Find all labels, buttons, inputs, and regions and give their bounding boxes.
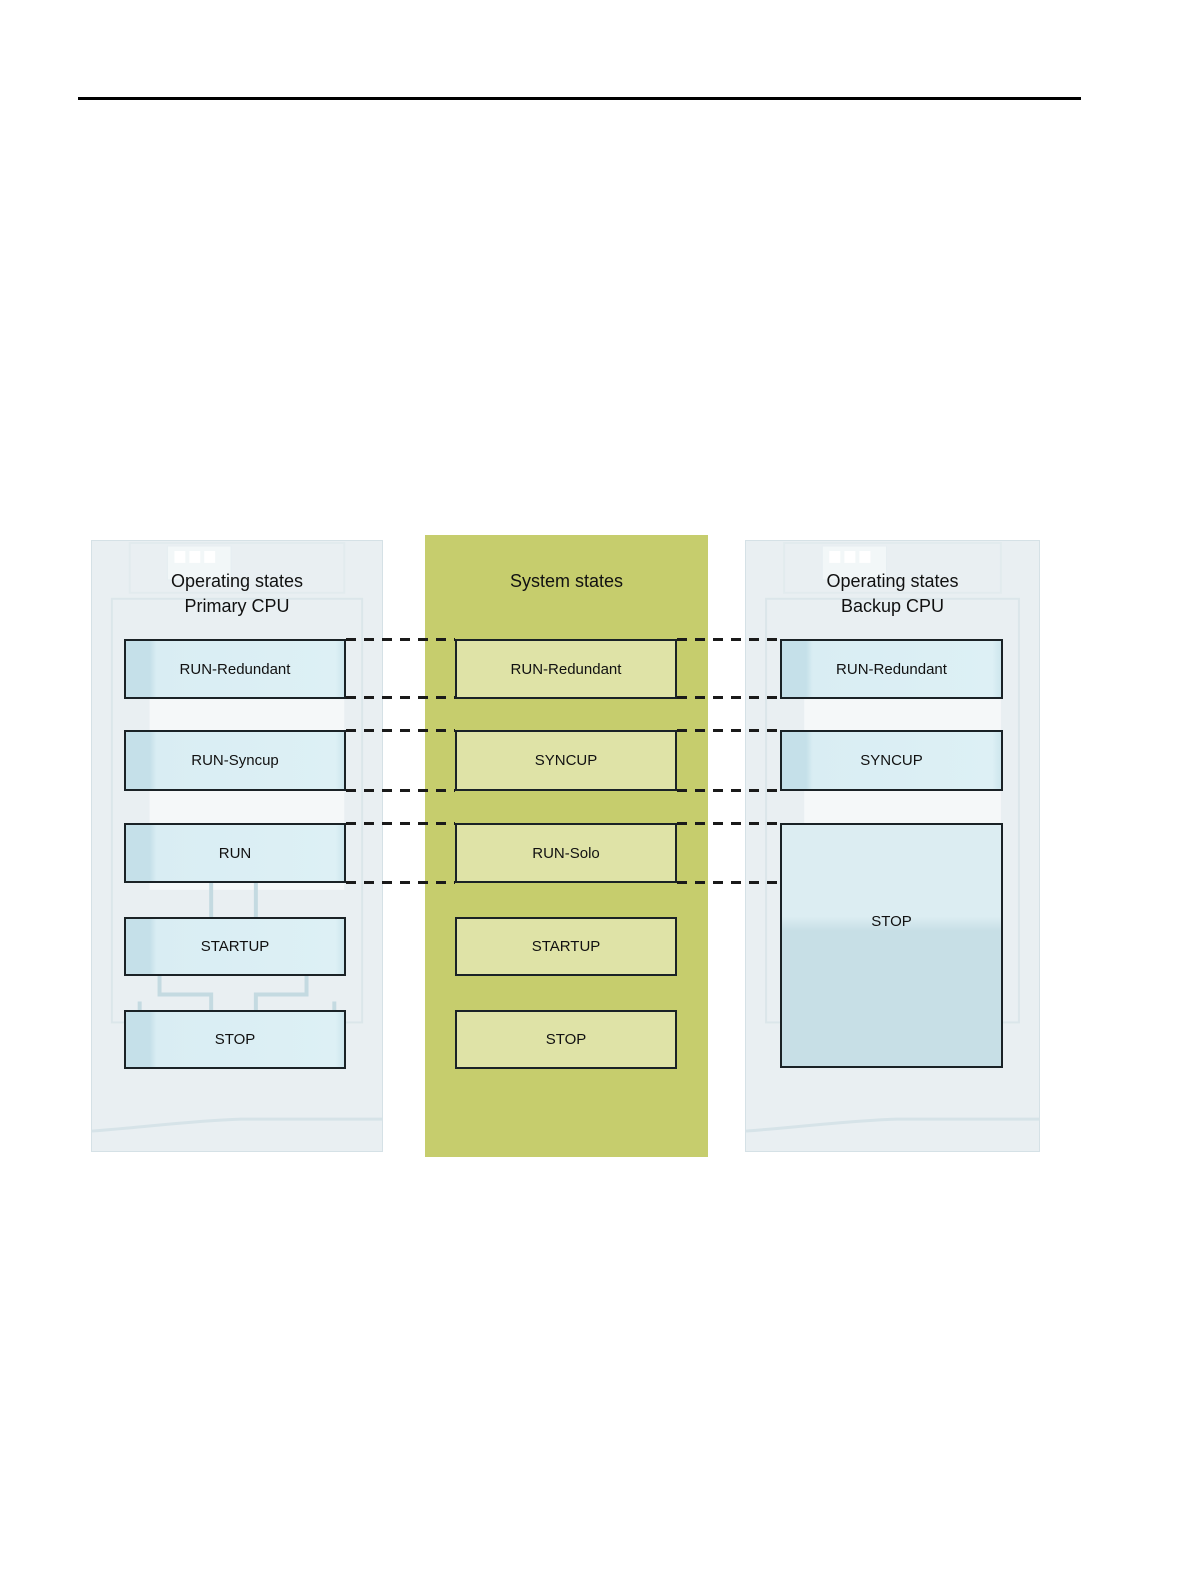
state-label: SYNCUP (860, 752, 923, 769)
state-label: STOP (871, 913, 912, 930)
state-box-system-stop: STOP (455, 1010, 677, 1069)
panel-title-line1: Operating states (170, 571, 304, 591)
state-label: SYNCUP (534, 752, 598, 769)
connector-dashed-line (677, 729, 780, 732)
led-icon (174, 550, 186, 563)
state-box-backup-stop: STOP (780, 823, 1003, 1068)
state-label: RUN (218, 844, 252, 862)
connector-dashed-line (677, 881, 780, 884)
header-rule (78, 97, 1081, 100)
connector-dashed-line (677, 696, 780, 699)
panel-title-line2: Primary CPU (184, 596, 290, 616)
panel-title-line1: System states (509, 571, 624, 591)
state-label: STARTUP (200, 938, 270, 955)
panel-title-system: System states (425, 569, 708, 594)
connector-dashed-line (346, 696, 455, 699)
state-box-primary-stop: STOP (124, 1010, 346, 1069)
state-box-system-startup: STARTUP (455, 917, 677, 976)
connector-dashed-line (346, 638, 455, 641)
panel-title-backup: Operating states Backup CPU (746, 569, 1039, 619)
state-box-primary-run: RUN (124, 823, 346, 883)
state-label: RUN-Redundant (510, 660, 622, 678)
state-box-primary-startup: STARTUP (124, 917, 346, 976)
panel-title-line2: Backup CPU (840, 596, 945, 616)
led-icon (844, 550, 856, 563)
state-box-backup-run-redundant: RUN-Redundant (780, 639, 1003, 699)
state-label: STOP (214, 1031, 256, 1048)
connector-dashed-line (346, 729, 455, 732)
state-box-primary-run-syncup: RUN-Syncup (124, 730, 346, 791)
connector-dashed-line (346, 789, 455, 792)
state-box-system-syncup: SYNCUP (455, 730, 677, 791)
connector-dashed-line (677, 822, 780, 825)
state-box-system-run-redundant: RUN-Redundant (455, 639, 677, 699)
state-box-backup-syncup: SYNCUP (780, 730, 1003, 791)
state-label: STOP (545, 1031, 587, 1048)
connector-dashed-line (677, 789, 780, 792)
state-label: RUN-Redundant (179, 660, 291, 678)
led-icon (859, 550, 871, 563)
panel-title-line1: Operating states (826, 571, 959, 591)
connector-dashed-line (346, 881, 455, 884)
module-seam-line (746, 1117, 1039, 1133)
state-box-system-run-solo: RUN-Solo (455, 823, 677, 883)
panel-title-primary: Operating states Primary CPU (92, 569, 382, 619)
led-icon (204, 550, 216, 563)
connector-dashed-line (346, 822, 455, 825)
state-label: RUN-Redundant (836, 660, 947, 678)
state-label: RUN-Solo (532, 844, 600, 862)
led-icon (189, 550, 201, 563)
state-box-primary-run-redundant: RUN-Redundant (124, 639, 346, 699)
state-label: STARTUP (531, 938, 601, 955)
state-label: RUN-Syncup (191, 752, 279, 769)
led-icon (829, 550, 841, 563)
connector-dashed-line (677, 638, 780, 641)
module-seam-line (92, 1117, 382, 1133)
